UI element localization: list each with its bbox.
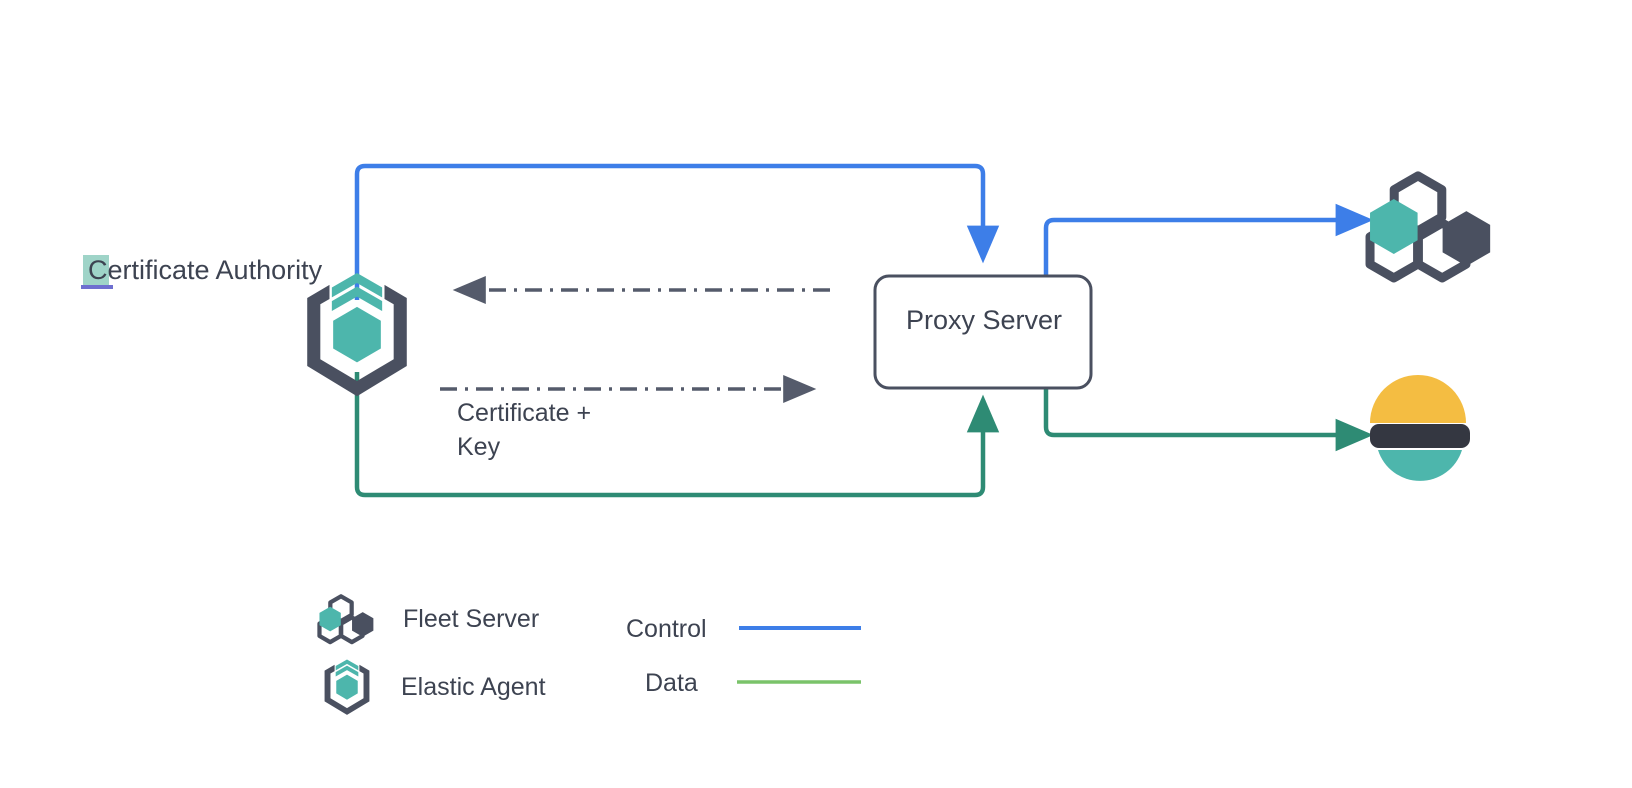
elasticsearch-icon: [1370, 375, 1470, 481]
legend-line-label-data: Data: [645, 669, 698, 697]
edge-label-certificate-key-line1: Certificate +: [457, 399, 592, 427]
certificate-authority-highlight: [83, 255, 109, 285]
fleet-server-icon: [1365, 171, 1491, 283]
legend-fleet-server-icon: [317, 594, 374, 645]
certificate-authority-label: Certificate Authority: [88, 255, 323, 285]
proxy-server-label: Proxy Server: [905, 305, 1063, 335]
node-proxy-server-box[interactable]: [873, 274, 1093, 390]
legend-item-label-elastic-agent: Elastic Agent: [401, 673, 546, 701]
certificate-authority-underline: [81, 285, 113, 289]
edge-proxy-to-elasticsearch-data: [1043, 388, 1374, 452]
legend-line-label-control: Control: [626, 615, 707, 643]
edge-ca-to-proxy-control: [354, 163, 1000, 300]
legend-elastic-agent-icon: [324, 659, 370, 715]
edge-label-certificate-key-line2: Key: [457, 433, 501, 461]
edge-proxy-to-fleet-control: [1043, 203, 1374, 276]
legend-item-label-fleet-server: Fleet Server: [403, 605, 540, 633]
certificate-authority-elastic-agent-icon: [307, 273, 407, 397]
edge-ca-to-proxy-data: [354, 372, 1000, 498]
